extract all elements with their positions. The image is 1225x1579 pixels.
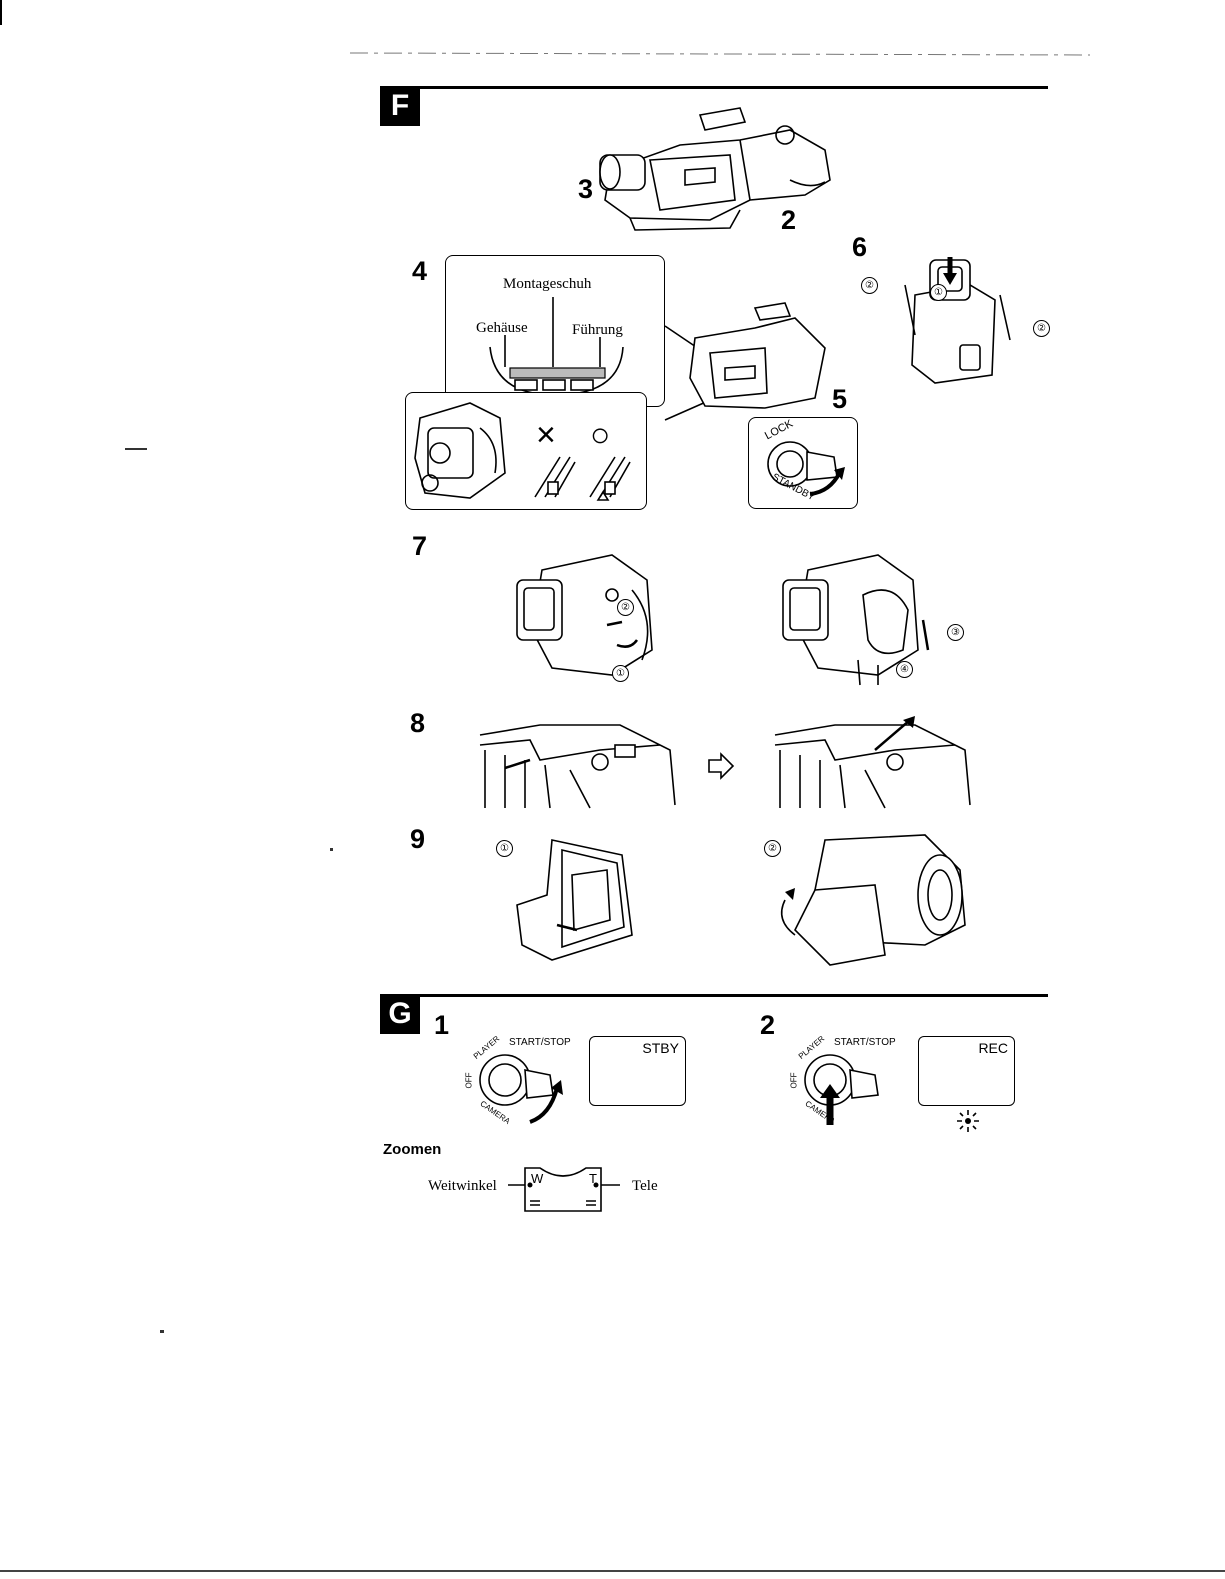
- step-7-marker-2: ②: [617, 599, 634, 616]
- step-3-label: 3: [578, 176, 593, 203]
- strap-illustration-a: [480, 720, 680, 810]
- section-g-badge: G: [380, 994, 420, 1034]
- step-7-marker-3: ③: [947, 624, 964, 641]
- step-7-marker-4: ④: [896, 661, 913, 678]
- zoom-wide-label: Weitwinkel: [428, 1178, 497, 1195]
- g-step-2-label: 2: [760, 1012, 775, 1039]
- step-6-marker-1: ①: [930, 284, 947, 301]
- shoe-cross-section: [455, 295, 655, 375]
- zoom-tele-label: Tele: [632, 1178, 658, 1195]
- incorrect-mark: ×: [536, 418, 556, 452]
- lcd-display-record: REC: [918, 1036, 1015, 1106]
- lcd-standby-text: STBY: [642, 1040, 679, 1056]
- grip-strap-illustration-a: [512, 550, 662, 685]
- zoom-lever-icon: [508, 1166, 618, 1216]
- camcorder-illustration-top: [590, 100, 840, 240]
- hood-illustration-a: [512, 835, 642, 965]
- switch-2-off-label: OFF: [790, 1073, 799, 1089]
- zoom-w-mark: W: [531, 1171, 543, 1186]
- step-6-label: 6: [852, 234, 867, 261]
- section-f-badge: F: [380, 86, 420, 126]
- section-g-rule: [380, 994, 1048, 997]
- step-9-marker-1: ①: [496, 840, 513, 857]
- step-7-marker-1: ①: [612, 665, 629, 682]
- scan-speck: [160, 1330, 164, 1333]
- camcorder-illustration-mounting: [665, 298, 845, 418]
- strap-illustration-b: [775, 720, 975, 810]
- label-montageschuh: Montageschuh: [503, 276, 591, 293]
- zoom-heading: Zoomen: [383, 1141, 441, 1158]
- step-4-label: 4: [412, 258, 427, 285]
- tally-lamp-icon: [955, 1108, 981, 1134]
- camcorder-front-illustration: [410, 398, 515, 503]
- lcd-record-text: REC: [978, 1040, 1008, 1056]
- scan-speck: [330, 848, 333, 851]
- right-arrow-icon: [707, 752, 737, 782]
- g-step-1-label: 1: [434, 1012, 449, 1039]
- hood-illustration-b: [775, 830, 975, 970]
- step-6-marker-2a: ②: [861, 277, 878, 294]
- shoe-insertion-diagrams: [530, 452, 640, 502]
- switch-2-start-stop-label: START/STOP: [834, 1037, 896, 1048]
- scan-speck: [125, 448, 147, 450]
- section-f-rule: [380, 86, 1048, 89]
- step-5-label: 5: [832, 386, 847, 413]
- scan-top-line: [350, 50, 1090, 60]
- step-2-label: 2: [781, 207, 796, 234]
- step-9-label: 9: [410, 826, 425, 853]
- zoom-t-mark: T: [589, 1171, 597, 1186]
- switch-1-off-label: OFF: [465, 1073, 474, 1089]
- switch-1-start-stop-label: START/STOP: [509, 1037, 571, 1048]
- scan-speck: [0, 1570, 1225, 1572]
- step-6-marker-2b: ②: [1033, 320, 1050, 337]
- step-8-label: 8: [410, 710, 425, 737]
- step-7-label: 7: [412, 533, 427, 560]
- grip-strap-illustration-b: [778, 550, 938, 685]
- correct-mark: ○: [590, 418, 611, 452]
- lcd-display-standby: STBY: [589, 1036, 686, 1106]
- scan-left-edge: [0, 0, 2, 25]
- eyepiece-illustration: [900, 255, 1030, 385]
